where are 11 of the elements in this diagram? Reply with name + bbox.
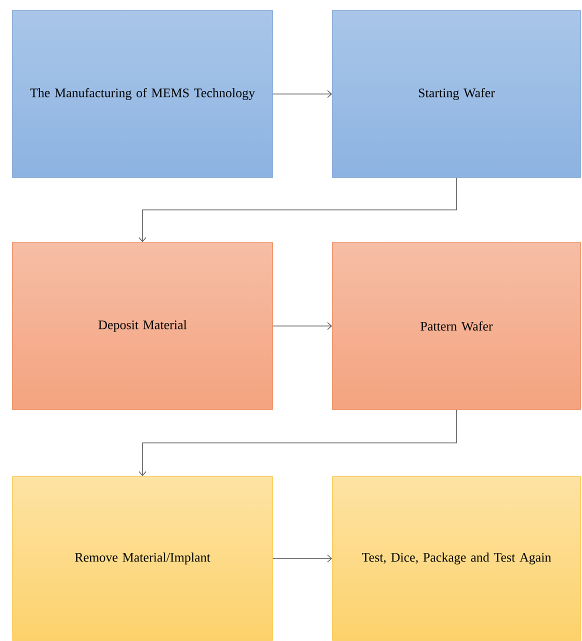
arrow xyxy=(138,410,457,476)
process-box: Deposit Material xyxy=(12,242,273,410)
process-box: Starting Wafer xyxy=(332,10,581,178)
arrow xyxy=(272,322,332,330)
process-box: The Manufacturing of MEMS Technology xyxy=(12,10,273,178)
process-box: Pattern Wafer xyxy=(332,242,581,410)
process-box: Test, Dice, Package and Test Again xyxy=(332,476,581,641)
arrow xyxy=(272,554,332,562)
arrow xyxy=(272,90,332,98)
arrow xyxy=(138,178,457,242)
process-box: Remove Material/Implant xyxy=(12,476,273,641)
